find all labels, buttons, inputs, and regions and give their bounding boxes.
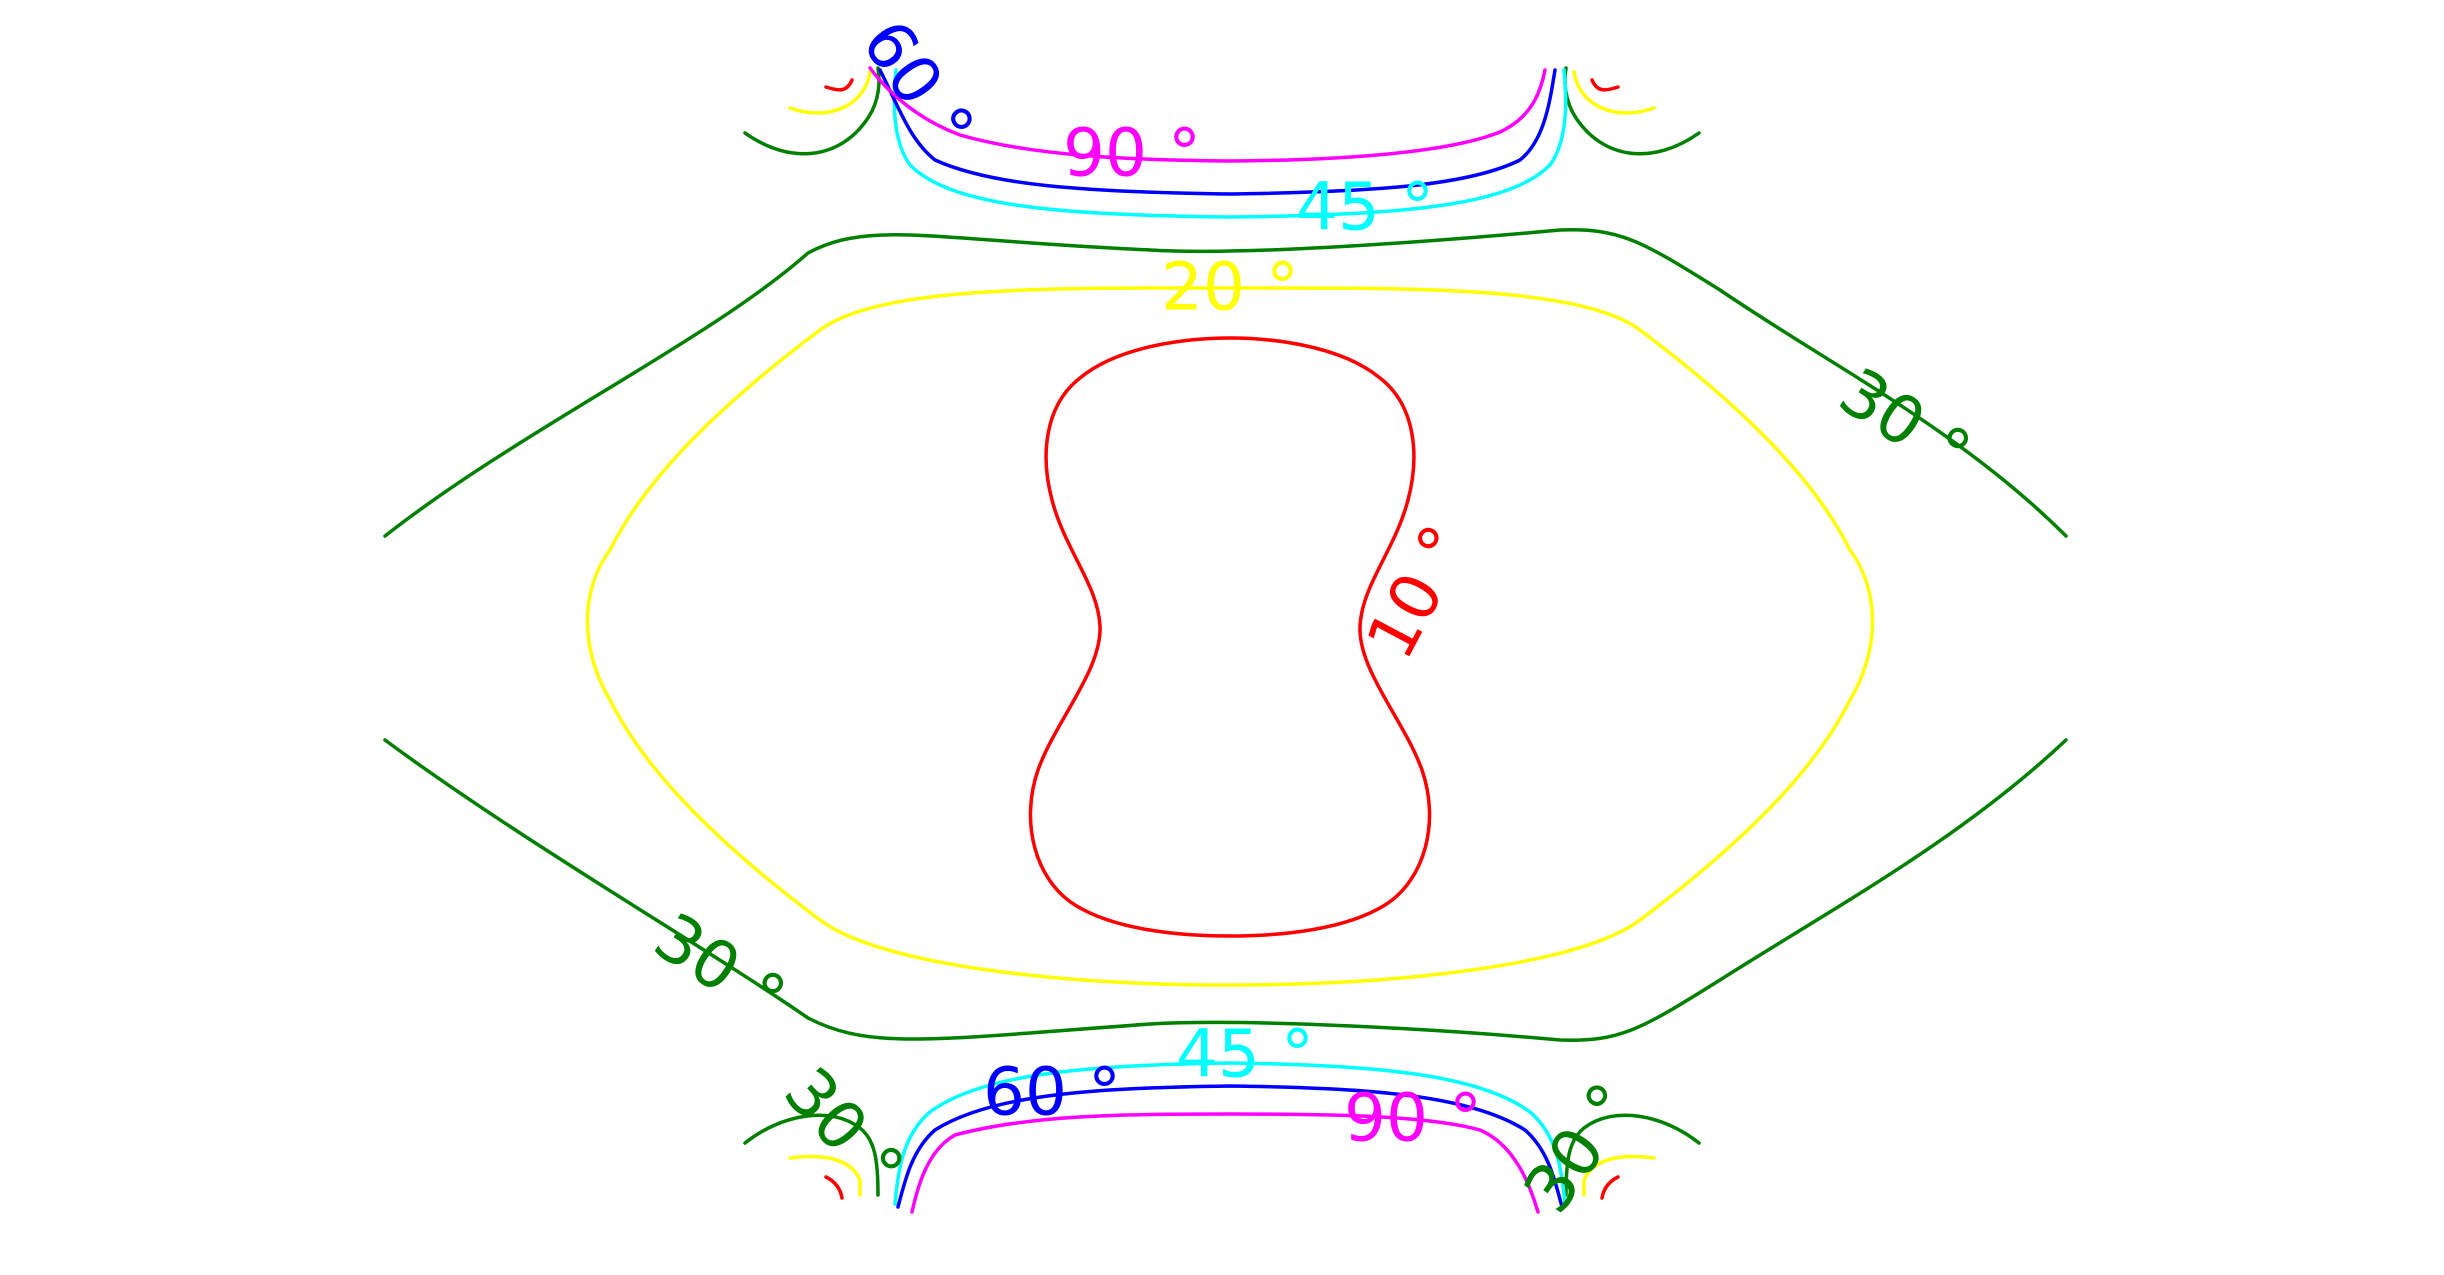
contour-30-line-3 <box>743 1113 880 1197</box>
contour-90-label-1: 90 ° <box>1063 115 1201 192</box>
contour-30-line-6 <box>1563 66 1701 156</box>
contour-45-label-2: 45 ° <box>1176 1016 1314 1093</box>
contour-60-line-2 <box>896 1084 1564 1209</box>
contour-30-label-2: 30 ° <box>641 898 799 1038</box>
contour-10-line-1 <box>1028 336 1432 938</box>
contour-45-line-1 <box>892 68 1568 219</box>
contour-60-label-2: 60 ° <box>983 1054 1121 1131</box>
contour-20-line-4 <box>788 70 872 115</box>
contour-10-line-4 <box>824 78 854 92</box>
contour-30-line-5 <box>743 66 881 156</box>
contour-30-line-4 <box>1564 1113 1701 1197</box>
contour-30-label-4: 30 ° <box>1509 1069 1651 1226</box>
contour-20-line-2 <box>788 1154 862 1197</box>
contour-10-line-3 <box>1600 1175 1620 1200</box>
contour-60-label-1: 60 ° <box>847 6 989 163</box>
contour-20-line-5 <box>1572 70 1656 115</box>
contour-lines <box>383 66 2068 1214</box>
contour-10-line-2 <box>824 1175 844 1200</box>
contour-90-label-2: 90 ° <box>1344 1080 1482 1157</box>
contour-30-line-2 <box>383 738 2068 1042</box>
contour-labels: 10 °20 °30 °30 °30 °30 °45 °45 °60 °60 °… <box>641 6 1984 1226</box>
contour-60-line-1 <box>878 68 1557 196</box>
contour-20-line-3 <box>1582 1154 1656 1197</box>
contour-90-line-1 <box>868 66 1547 163</box>
contour-45-label-1: 45 ° <box>1296 169 1434 246</box>
contour-30-line-1 <box>383 228 2068 538</box>
contour-10-line-5 <box>1590 78 1620 92</box>
contour-90-line-2 <box>910 1112 1540 1214</box>
contour-45-line-2 <box>893 1061 1567 1206</box>
contour-10-label-1: 10 ° <box>1352 513 1485 671</box>
contour-20-line-1 <box>585 286 1875 987</box>
contour-20-label-1: 20 ° <box>1161 249 1299 326</box>
